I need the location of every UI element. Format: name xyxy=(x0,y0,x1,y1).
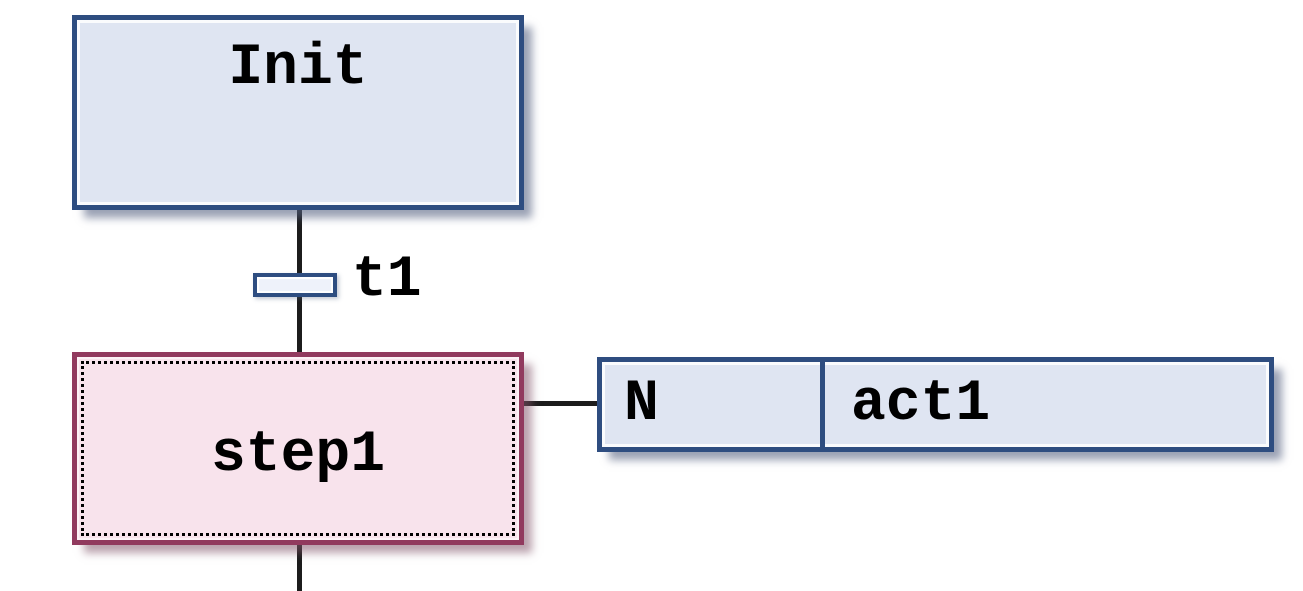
action-name-cell[interactable]: act1 xyxy=(825,362,1269,447)
step-init-label: Init xyxy=(228,36,368,101)
transition-t1-bar[interactable] xyxy=(253,273,337,297)
step-step1-label: step1 xyxy=(210,422,386,488)
action-block[interactable]: N act1 xyxy=(597,357,1274,452)
link-step1-to-action-block[interactable] xyxy=(523,401,599,406)
transition-t1-label: t1 xyxy=(352,248,422,313)
selection-marquee: step1 xyxy=(81,361,515,536)
step-step1[interactable]: step1 xyxy=(72,352,524,545)
step-init[interactable]: Init xyxy=(72,15,524,210)
action-name-label: act1 xyxy=(851,371,991,437)
action-qualifier-label: N xyxy=(624,371,659,437)
action-qualifier-cell[interactable]: N xyxy=(602,362,825,447)
link-step1-outgoing[interactable] xyxy=(297,540,302,591)
